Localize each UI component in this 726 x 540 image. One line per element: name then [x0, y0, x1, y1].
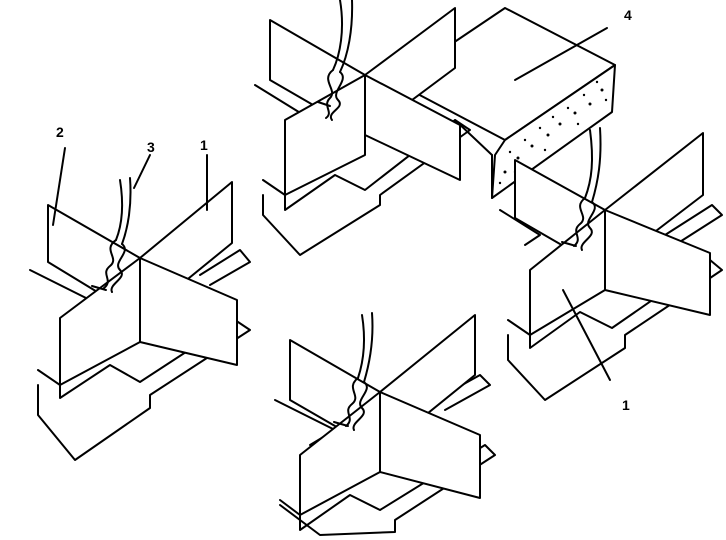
- cross-connector-top: [254, 7, 471, 256]
- leader-lines: [52, 27, 611, 381]
- label-3: 3: [147, 139, 155, 155]
- label-1-left: 1: [200, 137, 208, 153]
- leader-line-2: [52, 147, 66, 226]
- leader-line-1-right: [562, 289, 611, 381]
- lifting-wire-left: [91, 177, 132, 293]
- lifting-wire-bottom: [333, 312, 374, 431]
- label-1-right: 1: [622, 397, 630, 413]
- cross-connector-right: [499, 132, 723, 401]
- label-2: 2: [56, 124, 64, 140]
- leader-line-4: [514, 27, 608, 81]
- lifting-wire-right: [561, 127, 602, 251]
- cross-connector-left: [29, 181, 251, 461]
- label-4: 4: [624, 7, 632, 23]
- cross-connector-bottom: [274, 314, 496, 536]
- lifting-wire-top: [317, 0, 354, 121]
- leader-line-3: [133, 154, 151, 189]
